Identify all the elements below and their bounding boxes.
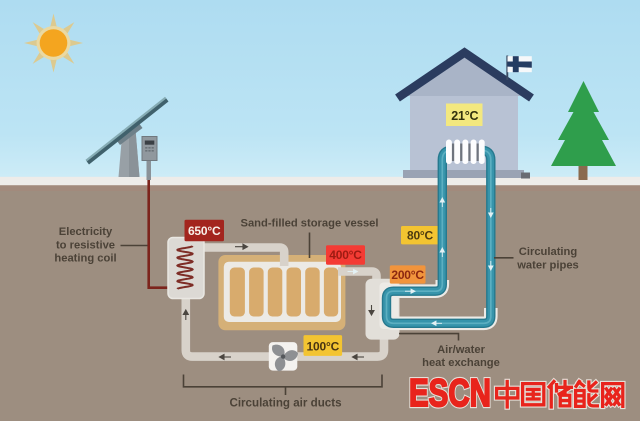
svg-text:Air/water: Air/water [437,344,486,356]
svg-text:Sand-filled storage vessel: Sand-filled storage vessel [240,217,378,229]
svg-text:400°C: 400°C [329,248,362,262]
svg-text:21°C: 21°C [451,109,478,123]
svg-text:ESCN: ESCN [409,372,491,415]
svg-text:heat exchange: heat exchange [422,357,500,369]
svg-text:Electricity: Electricity [59,226,113,238]
svg-text:ESCN: ESCN [409,372,491,415]
svg-text:Circulating: Circulating [519,246,578,258]
svg-text:water pipes: water pipes [516,259,579,271]
svg-text:to resistive: to resistive [56,239,115,251]
svg-text:650°C: 650°C [188,224,221,238]
svg-text:200°C: 200°C [391,268,424,282]
svg-text:heating coil: heating coil [54,253,116,265]
svg-text:80°C: 80°C [407,229,434,243]
svg-text:100°C: 100°C [307,340,340,354]
svg-text:Circulating air ducts: Circulating air ducts [229,397,341,410]
